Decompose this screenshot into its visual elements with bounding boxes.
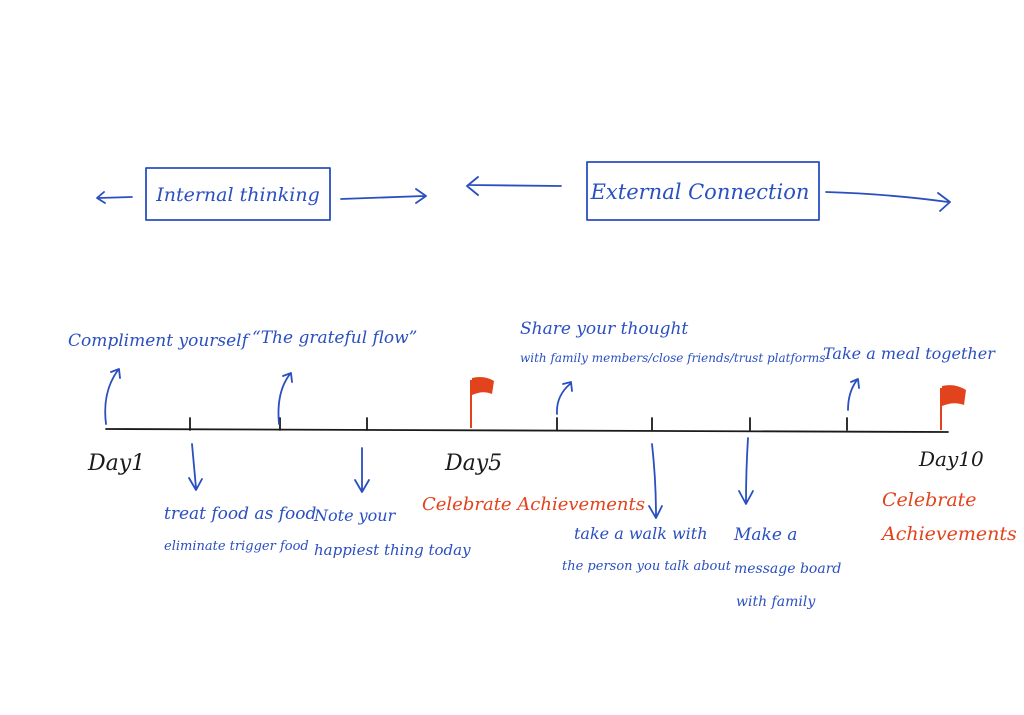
day-mid-label: Day5	[444, 451, 502, 476]
treat-food-line2: eliminate trigger food	[164, 539, 309, 554]
message-board-line3: with family	[736, 594, 816, 610]
left-arrow-icon	[466, 176, 562, 196]
day-end-label: Day10	[918, 447, 984, 471]
timeline-line	[105, 428, 949, 433]
day-start-label: Day1	[87, 451, 145, 476]
timeline-axis	[105, 417, 949, 433]
internal-thinking-group: Internal thinking	[96, 167, 427, 221]
activity-note-happiest: Note your happiest thing today	[313, 447, 471, 559]
meal-label: Take a meal together	[823, 344, 996, 363]
activity-meal: Take a meal together	[823, 344, 996, 411]
take-walk-line1: take a walk with	[574, 524, 708, 543]
compliment-label: Compliment yourself	[68, 331, 251, 351]
down-arrow-icon	[188, 443, 203, 491]
activity-compliment: Compliment yourself	[68, 331, 251, 425]
flag-icon	[940, 385, 966, 430]
down-arrow-icon	[354, 447, 370, 493]
activity-grateful-flow: “The grateful flow”	[252, 328, 417, 425]
up-arrow-icon	[556, 381, 573, 415]
share-thought-line1: Share your thought	[520, 319, 688, 339]
internal-thinking-box	[145, 167, 331, 221]
left-arrow-icon	[96, 191, 133, 204]
down-arrow-icon	[648, 443, 663, 519]
activity-share-thought: Share your thought with family members/c…	[520, 319, 825, 415]
note-happiest-line1: Note your	[313, 506, 397, 525]
message-board-line1: Make a	[733, 525, 797, 545]
up-arrow-icon	[847, 378, 860, 411]
internal-thinking-label: Internal thinking	[155, 184, 320, 206]
grateful-flow-label: “The grateful flow”	[252, 328, 417, 348]
treat-food-line1: treat food as food	[164, 504, 316, 524]
up-arrow-icon	[104, 368, 121, 425]
right-arrow-icon	[825, 191, 951, 212]
note-happiest-line2: happiest thing today	[314, 541, 471, 559]
take-walk-line2: the person you talk about	[562, 559, 732, 574]
activity-treat-food: treat food as food eliminate trigger foo…	[164, 443, 316, 554]
external-connection-box	[586, 161, 820, 221]
share-thought-line2: with family members/close friends/trust …	[520, 351, 825, 365]
external-connection-group: External Connection	[466, 161, 951, 221]
end-celebration-line1: Celebrate	[882, 489, 977, 511]
external-connection-label: External Connection	[590, 180, 810, 204]
right-arrow-icon	[340, 188, 427, 204]
end-celebration-line2: Achievements	[880, 523, 1017, 545]
down-arrow-icon	[738, 437, 754, 505]
activity-message-board: Make a message board with family	[733, 437, 841, 610]
up-arrow-icon	[277, 372, 293, 425]
flag-icon	[470, 377, 494, 428]
message-board-line2: message board	[734, 561, 841, 577]
mid-celebration-label: Celebrate Achievements	[422, 494, 645, 515]
activity-take-walk: take a walk with the person you talk abo…	[562, 443, 732, 574]
